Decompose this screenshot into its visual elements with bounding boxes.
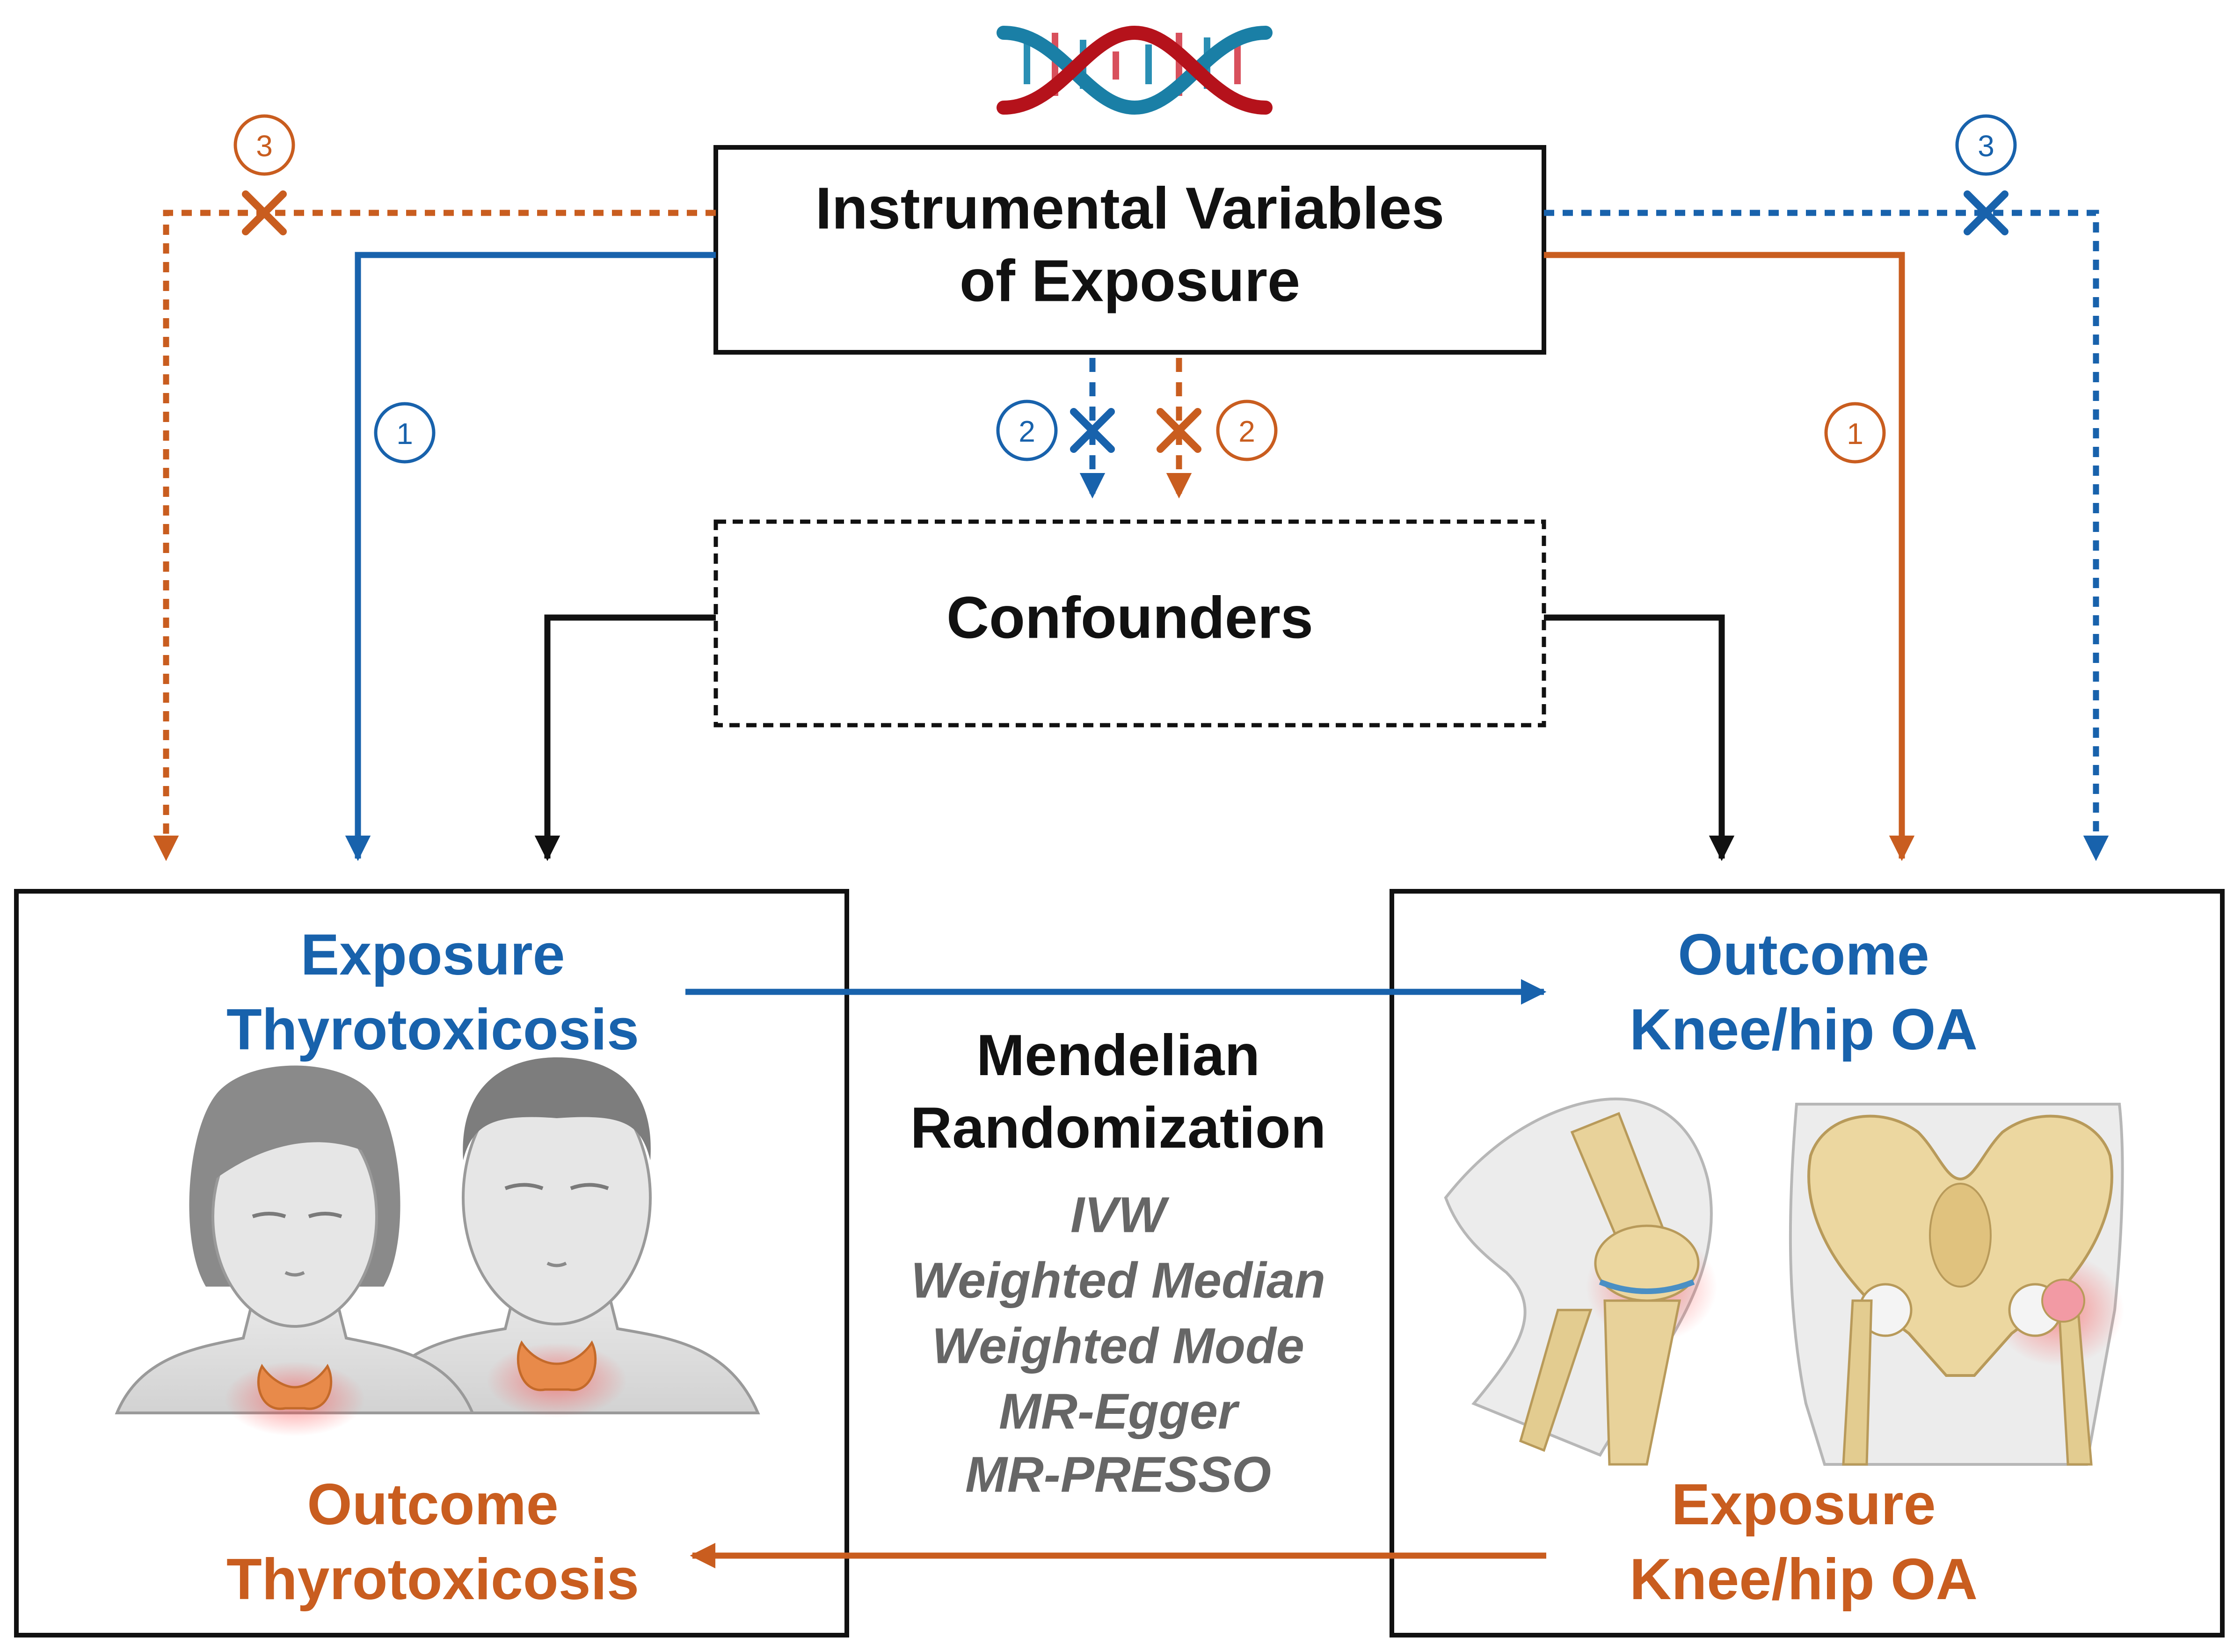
marker-number: 3: [1978, 129, 1994, 163]
iv-to-outcome-thyrotoxicosis-dotted-arrow: [153, 210, 716, 861]
marker-number: 3: [256, 129, 273, 163]
iv-box-line1: Instrumental Variables: [815, 175, 1445, 241]
assumption-marker-3-blue: 3: [1955, 114, 2017, 176]
mr-method: MR-Egger: [999, 1383, 1240, 1440]
confounders-to-right-arrow: [1544, 614, 1735, 861]
mr-method: IVW: [1070, 1186, 1170, 1243]
marker-number: 1: [396, 417, 413, 451]
knee-hip-illustration: [1444, 1098, 2124, 1466]
dna-icon: [997, 25, 1273, 115]
violation-x-icon: [1070, 408, 1115, 453]
right-exposure-name: Knee/hip OA: [1630, 1547, 1978, 1612]
mr-title-line2: Randomization: [910, 1096, 1326, 1160]
right-outcome-label: Outcome: [1678, 923, 1929, 987]
marker-number: 2: [1019, 415, 1035, 448]
left-outcome-name: Thyrotoxicosis: [226, 1547, 639, 1612]
marker-number: 1: [1847, 417, 1863, 451]
iv-to-outcome-knee-hip-dotted-arrow: [1544, 210, 2109, 861]
iv-to-exposure-knee-hip-arrow: [1544, 252, 1915, 861]
hip-icon: [1789, 1103, 2124, 1466]
mr-method: Weighted Median: [911, 1252, 1325, 1309]
knee-icon: [1444, 1098, 1717, 1466]
left-exposure-name: Thyrotoxicosis: [226, 997, 639, 1062]
assumption-marker-2-blue: 2: [996, 400, 1058, 461]
instrumental-variables-box: Instrumental Variables of Exposure: [713, 145, 1546, 355]
left-exposure-label: Exposure: [300, 923, 565, 987]
assumption-marker-3-orange: 3: [233, 114, 295, 176]
right-outcome-name: Knee/hip OA: [1630, 997, 1978, 1062]
man-figure: [363, 1057, 760, 1414]
left-outcome-label: Outcome: [307, 1472, 558, 1537]
iv-box-line2: of Exposure: [960, 247, 1300, 313]
iv-to-exposure-thyrotoxicosis-arrow: [345, 252, 716, 861]
assumption-marker-1-blue: 1: [374, 402, 436, 464]
center-method-panel: Mendelian Randomization IVW Weighted Med…: [910, 1023, 1326, 1503]
assumption-marker-2-orange: 2: [1216, 400, 1278, 461]
marker-number: 2: [1238, 415, 1255, 448]
mr-method: Weighted Mode: [932, 1317, 1304, 1374]
assumption-marker-1-orange: 1: [1824, 402, 1886, 464]
violation-x-icon: [1964, 190, 2008, 235]
violation-x-icon: [242, 190, 287, 235]
right-exposure-label: Exposure: [1671, 1472, 1936, 1537]
faces-thyroid-illustration: [115, 1057, 760, 1436]
mr-title-line1: Mendelian: [976, 1023, 1260, 1088]
confounders-box: Confounders: [713, 519, 1546, 728]
confounders-label: Confounders: [946, 584, 1313, 650]
left-thyrotoxicosis-box: Exposure Thyrotoxicosis Outcome Thyrotox…: [14, 889, 849, 1637]
thyroid-icon: [225, 1340, 627, 1436]
mr-method: MR-PRESSO: [965, 1446, 1271, 1503]
violation-x-icon: [1157, 408, 1201, 453]
confounders-to-left-arrow: [534, 614, 716, 861]
woman-figure: [115, 1065, 475, 1414]
